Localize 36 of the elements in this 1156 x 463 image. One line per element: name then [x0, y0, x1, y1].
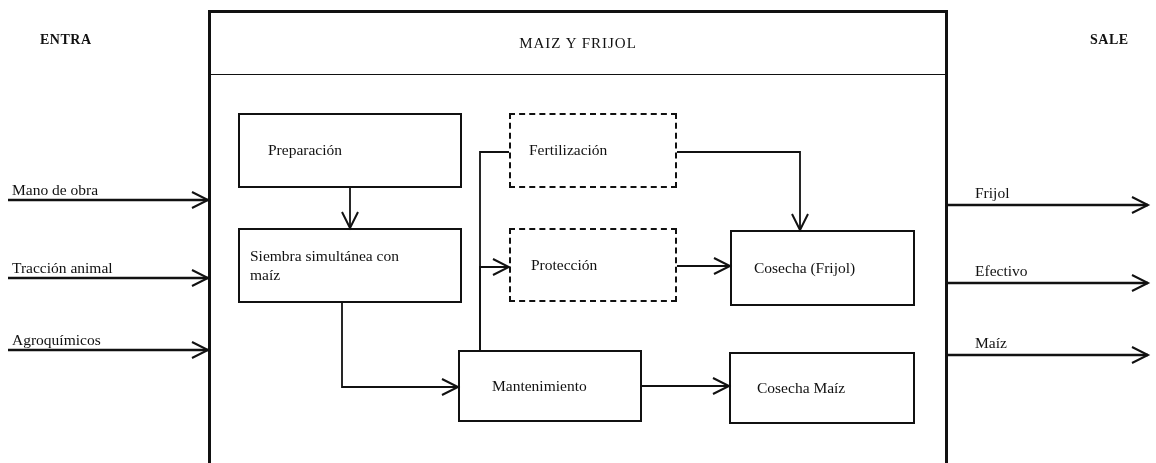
frame-title: MAIZ Y FRIJOL [519, 35, 637, 52]
edge-label: Tracción animal [12, 260, 113, 276]
arrow [948, 196, 1149, 214]
arrow [479, 258, 510, 351]
process-box [458, 350, 642, 422]
box-label: Siembra simultánea con maíz [250, 246, 400, 285]
edge-label: Mano de obra [12, 182, 99, 198]
dashed-process-box [509, 113, 677, 188]
arrow [341, 187, 359, 229]
arrow [948, 346, 1149, 364]
box-label: Fertilización [529, 141, 608, 160]
box-label: Cosecha Maíz [757, 378, 846, 398]
process-box [238, 228, 462, 303]
process-box [238, 113, 462, 188]
process-box [730, 230, 915, 306]
arrow [8, 341, 209, 359]
box-label: Mantenimiento [492, 376, 587, 396]
box-label: Cosecha (Frijol) [754, 258, 856, 278]
edge-label: Agroquímicos [12, 332, 101, 348]
dashed-process-box [509, 228, 677, 302]
side-heading: ENTRA [40, 32, 92, 48]
arrow [948, 274, 1149, 292]
arrow [8, 191, 209, 209]
arrow [341, 302, 459, 396]
arrow [641, 377, 730, 395]
arrow [676, 151, 809, 231]
arrow [676, 257, 731, 275]
box-label: Protección [531, 255, 598, 275]
arrow [8, 269, 209, 287]
side-heading: SALE [1090, 32, 1129, 48]
edge-label: Efectivo [975, 263, 1028, 279]
box-label: Preparación [268, 141, 343, 160]
edge-label: Frijol [975, 185, 1010, 201]
process-box [729, 352, 915, 424]
system-frame [208, 10, 948, 463]
edge-label: Maíz [975, 335, 1007, 351]
